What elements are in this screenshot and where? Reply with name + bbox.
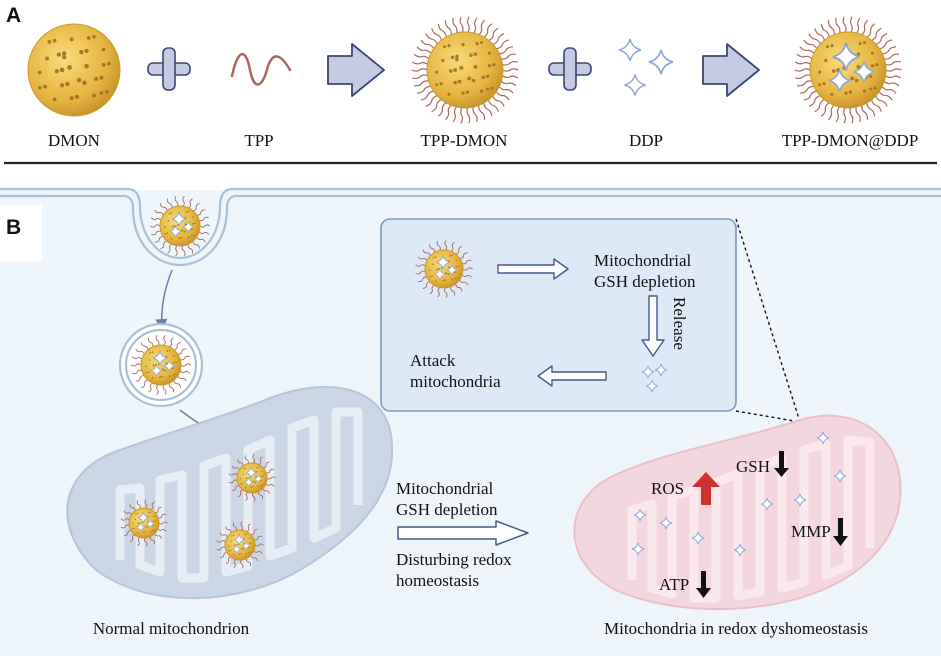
endocytosing-nanoparticle (149, 196, 211, 256)
zoom-line-bottom (735, 410, 801, 423)
inset-mito-line2: GSH depletion (594, 272, 696, 291)
mechanism-inset (380, 218, 737, 412)
normal-mitochondrion (66, 386, 394, 600)
tpp-dmon-ddp-nanoparticle (794, 16, 902, 124)
arrow-label-top-1: Mitochondrial (396, 479, 494, 498)
mito-nanoparticle-1 (228, 454, 276, 502)
ros-label: ROS (651, 479, 684, 498)
label-tpp-dmon-ddp: TPP-DMON@DDP (782, 131, 919, 150)
inset-release-label: Release (670, 297, 689, 350)
block-arrow-2 (702, 43, 760, 97)
arrow-label-bottom-2: homeostasis (396, 571, 479, 590)
ros-up-arrow (692, 472, 720, 505)
mito-nanoparticle-3 (216, 521, 264, 569)
atp-down-arrow (696, 571, 711, 598)
panel-a-label: A (6, 4, 21, 27)
arrow-label-top-2: GSH depletion (396, 500, 498, 519)
mmp-label: MMP (791, 522, 831, 541)
ddp-drug-crystals (618, 38, 674, 97)
tpp-chain (230, 53, 292, 86)
cell-membrane-inner (0, 194, 941, 267)
label-tpp: TPP (244, 131, 273, 150)
inset-attack-line2: mitochondria (410, 372, 501, 391)
panel-b-label: B (6, 216, 21, 239)
atp-label: ATP (659, 575, 689, 594)
inset-mito-line1: Mitochondrial (594, 251, 692, 270)
inset-arrow-down (641, 295, 665, 357)
dmon-nanoparticle (27, 23, 121, 117)
label-dmon: DMON (48, 131, 100, 150)
endosome-nanoparticle (130, 335, 192, 395)
gsh-label: GSH (736, 457, 770, 476)
cell-membrane-outer (0, 187, 941, 260)
inset-arrow-right (497, 258, 569, 280)
arrow-label-bottom-1: Disturbing redox (396, 550, 512, 569)
mmp-down-arrow (833, 518, 848, 546)
dys-mito-label: Mitochondria in redox dyshomeostasis (604, 619, 868, 638)
block-arrow-1 (327, 43, 385, 97)
main-transition-arrow (397, 520, 529, 546)
gsh-down-arrow (774, 451, 789, 477)
inset-nanoparticle (415, 240, 473, 298)
label-backdrop (0, 205, 42, 261)
inset-arrow-left (537, 365, 607, 387)
inset-attack-line1: Attack (410, 351, 456, 370)
tpp-dmon-nanoparticle (411, 16, 519, 124)
label-tpp-dmon: TPP-DMON (421, 131, 508, 150)
plus-sign-1 (147, 47, 191, 91)
label-ddp: DDP (629, 131, 663, 150)
normal-mito-label: Normal mitochondrion (93, 619, 250, 638)
plus-sign-2 (548, 47, 592, 91)
dys-mitochondrion (573, 414, 902, 611)
mito-nanoparticle-2 (120, 499, 168, 547)
